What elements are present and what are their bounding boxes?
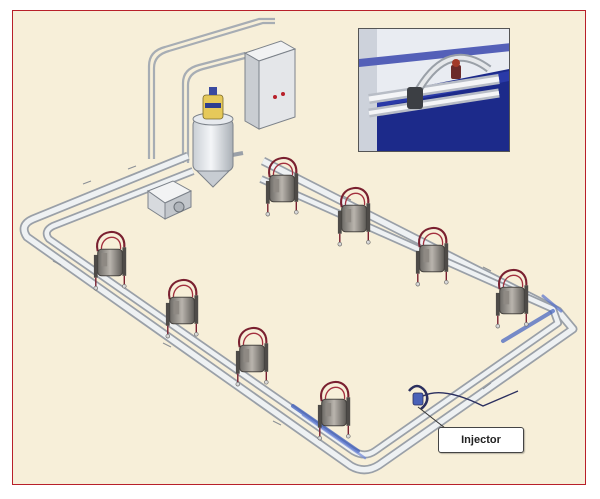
milking-cluster-icon: [414, 226, 450, 288]
milk-line-loop: [19, 151, 578, 475]
pipe-markers: [52, 165, 492, 426]
milking-cluster-icon: [336, 186, 372, 248]
pump-unit-icon: [146, 180, 193, 220]
pipeline-diagram: [19, 17, 578, 475]
flow-highlights: [291, 294, 563, 460]
control-cabinet-icon: [243, 40, 297, 130]
supply-lines: [147, 17, 275, 163]
injector-valve-icon: [408, 384, 519, 410]
receiver-tank-icon: [192, 87, 244, 188]
inset-pipe-fitting-image: [359, 29, 509, 151]
injector-callout-label: Injector: [438, 427, 524, 453]
diagram-frame: Injector: [12, 10, 586, 485]
callout-leader: [417, 406, 446, 429]
inset-photo: [358, 28, 510, 152]
milking-cluster-icon: [494, 268, 530, 330]
